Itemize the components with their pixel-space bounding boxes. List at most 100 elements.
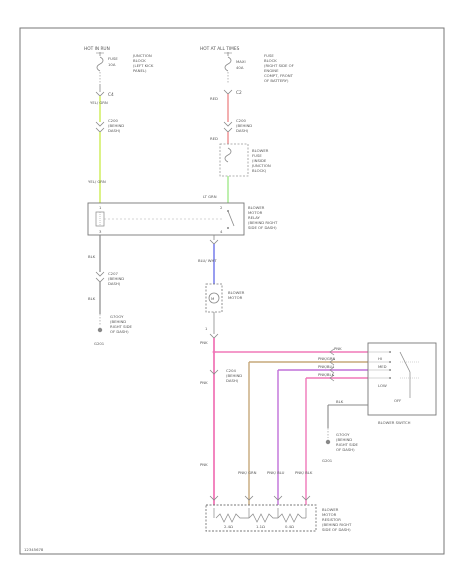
switch-pos-off: OFF (394, 398, 401, 403)
motor-m-glyph: M (211, 296, 214, 301)
switch-wire-2: PNK/GRN (318, 356, 335, 361)
resistor-3-icon (277, 513, 306, 523)
switch-pos-med: MED (378, 364, 387, 369)
ground-wire-1: BLK (88, 254, 96, 259)
left-fuse-loc-3: (LEFT KICK (133, 63, 154, 68)
resistor-name-1: BLOWER (322, 507, 339, 512)
ground-label-2: (BEHIND (110, 319, 126, 324)
motor-icon (208, 292, 220, 304)
harness-conn-1: C204 (226, 368, 236, 373)
left-fuse-pin: C4 (108, 92, 114, 98)
right-fuse-rating: 40A (236, 65, 244, 70)
left-wire-color: YEL/ GRN (90, 100, 108, 105)
resistor-loc-2: SIDE OF DASH) (322, 527, 351, 532)
relay-name-3: RELAY (248, 215, 261, 220)
blower-switch: HI MED LOW OFF BLOWER SWITCH BLK G7OOY (… (322, 342, 437, 463)
left-c200-1: C200 (108, 118, 118, 123)
motor-name-1: BLOWER (228, 290, 245, 295)
branch-3-wire: PNK/ BLK (295, 470, 313, 475)
footer-code: 12345678 (24, 547, 44, 552)
harness-conn-2: (BEHIND (226, 373, 242, 378)
switch-gnd-3: RIGHT SIDE (336, 442, 359, 447)
ground-label-3: RIGHT SIDE (110, 324, 133, 329)
switch-gnd-4: OF DASH) (336, 447, 355, 452)
right-c200-3: DASH) (236, 128, 249, 133)
ground-conn-3: DASH) (108, 281, 121, 286)
branch-1-wire: PNK/ GRN (238, 470, 257, 475)
relay-pin-3: 3 (99, 229, 102, 234)
ground-wire-2: BLK (88, 296, 96, 301)
switch-wire-4: PNK/BLK (318, 372, 335, 377)
left-fuse-loc-4: PANEL) (133, 68, 147, 73)
left-fuse-header: HOT IN RUN (84, 46, 110, 52)
blower-motor-resistor: 2.4Ω 1.1Ω 0.4Ω BLOWER MOTOR RESISTOR (BE… (205, 504, 352, 532)
resistor-1-value: 2.4Ω (224, 524, 233, 529)
right-c200-1: C200 (236, 118, 246, 123)
relay-name-2: MOTOR (248, 210, 263, 215)
right-fuse-loc-1: FUSE (264, 53, 274, 58)
ground-conn-2: (BEHIND (108, 276, 124, 281)
switch-pos-low: LOW (378, 383, 387, 388)
resistor-loc-1: (BEHIND RIGHT (322, 522, 352, 527)
right-wire-color: RED (210, 96, 218, 101)
right-fuse-loc-4: ENGINE (264, 68, 279, 73)
right-wire-2: RED (210, 136, 218, 141)
motor-pin: 1 (205, 326, 208, 331)
ground-label-1: G7OOY (110, 314, 124, 319)
harness-wire-main: PNK (200, 340, 208, 345)
relay-pin-1: 1 (99, 205, 102, 210)
right-fuse-id: MAXI (236, 59, 246, 64)
blower-fuse-4: JUNCTION (251, 163, 271, 168)
switch-wire-1: PNK (334, 346, 342, 351)
resistor-harness: PNK C204 (BEHIND DASH) PNK PNK PNK PNK/G… (200, 338, 368, 505)
switch-gnd-wire: BLK (336, 399, 344, 404)
relay-loc-2: SIDE OF DASH) (248, 225, 277, 230)
switch-wire-3: PNK/BLU (318, 364, 334, 369)
blower-fuse-box (219, 143, 249, 177)
ground-conn-1: C207 (108, 271, 118, 276)
relay-name-1: BLOWER (248, 205, 265, 210)
left-fuse-rating: 10A (108, 62, 116, 67)
left-c200-2: (BEHIND (108, 123, 124, 128)
switch-pos-hi: HI (378, 356, 382, 361)
blower-fuse-5: BLOCK) (252, 168, 267, 173)
left-c200-3: DASH) (108, 128, 121, 133)
left-fuse-loc-2: BLOCK (133, 58, 146, 63)
harness-wire-bottom: PNK (200, 462, 208, 467)
right-fuse-loc-3: (RIGHT SIDE OF (264, 63, 294, 68)
resistor-3-value: 0.4Ω (285, 524, 294, 529)
motor-wire: BLU/ WHT (198, 258, 217, 263)
ground-left-id: G201 (94, 341, 105, 346)
relay-wire-out: LT GRN (203, 194, 217, 199)
left-fuse-id: FUSE (108, 56, 118, 61)
right-fuse-loc-6: OF BATTERY) (264, 78, 289, 83)
relay-loc-1: (BEHIND RIGHT (248, 220, 278, 225)
switch-name: BLOWER SWITCH (378, 420, 411, 425)
relay-wire-in: YEL/ GRN (88, 179, 106, 184)
left-fuse-icon (96, 56, 104, 72)
resistor-name-3: RESISTOR (322, 517, 341, 522)
motor-name-2: MOTOR (228, 295, 243, 300)
relay-contact-icon (227, 210, 235, 227)
right-fuse-header: HOT AT ALL TIMES (200, 46, 240, 52)
right-maxi-fuse-icon (224, 56, 232, 72)
resistor-name-2: MOTOR (322, 512, 337, 517)
blower-motor: BLU/ WHT M BLOWER MOTOR 1 (198, 235, 245, 339)
switch-gnd-1: G7OOY (336, 432, 350, 437)
ground-left-icon (97, 327, 103, 333)
switch-gnd-id: G201 (322, 458, 333, 463)
switch-gnd-2: (BEHIND (336, 437, 352, 442)
switch-ground-icon (325, 439, 331, 445)
resistor-2-value: 1.1Ω (256, 524, 265, 529)
blower-fuse-2: FUSE (252, 153, 262, 158)
branch-2-wire: PNK/ BLU (267, 470, 285, 475)
left-fuse-loc-1: JUNCTION (132, 53, 152, 58)
left-ground-branch: BLK C207 (BEHIND DASH) BLK G7OOY (BEHIND… (88, 235, 133, 346)
right-fuse-pin: C2 (236, 90, 242, 96)
resistor-1-icon (215, 513, 249, 523)
right-c200-2: (BEHIND (236, 123, 252, 128)
harness-wire-left: PNK (200, 380, 208, 385)
blower-motor-relay: 1 2 3 4 BLOWER MOTOR RELAY (BEHIND RIGHT… (87, 202, 278, 236)
